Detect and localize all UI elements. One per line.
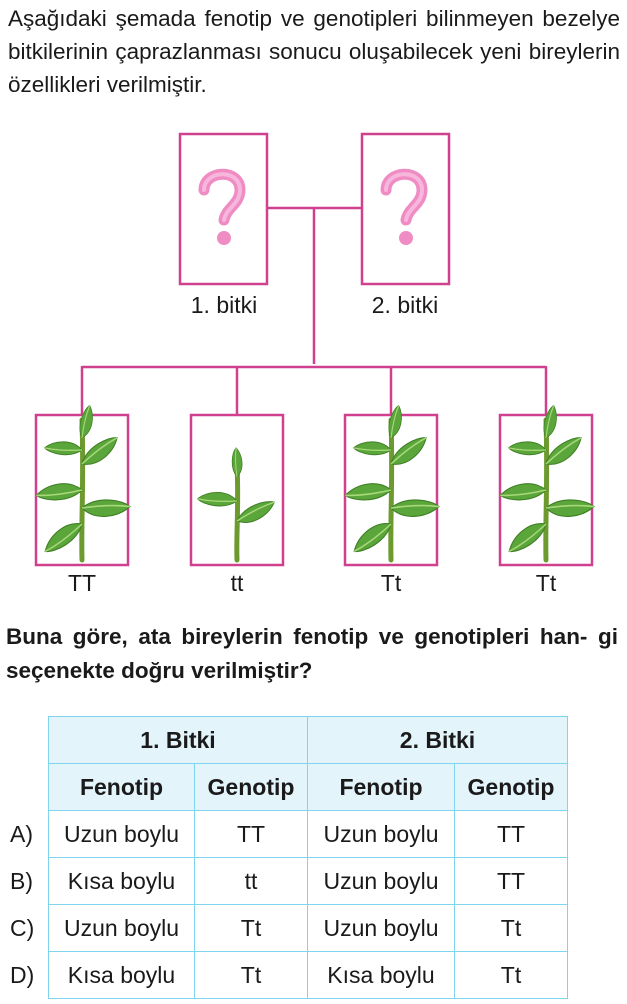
- group-header-row: 1. Bitki 2. Bitki: [8, 716, 568, 764]
- table-cell: Uzun boylu: [48, 904, 195, 952]
- table-cell: TT: [454, 810, 568, 858]
- parent-box-2: [360, 132, 451, 286]
- table-cell: TT: [194, 810, 308, 858]
- offspring-box-1: [36, 405, 131, 567]
- table-cell: Kısa boylu: [48, 951, 195, 999]
- table-cell: Kısa boylu: [48, 857, 195, 905]
- group-header: 2. Bitki: [307, 716, 568, 764]
- connector-lines: [80, 206, 548, 415]
- parent-label: 2. bitki: [371, 292, 439, 318]
- sub-header: Genotip: [194, 763, 308, 811]
- table-cell: TT: [454, 857, 568, 905]
- offspring-box-2: [189, 413, 285, 567]
- table-cell: Uzun boylu: [307, 857, 455, 905]
- sub-header: Fenotip: [48, 763, 195, 811]
- intro-line: yeni bireylerin özellikleri verilmiştir.: [8, 39, 620, 97]
- parent-label: 1. bitki: [190, 292, 258, 318]
- option-letter[interactable]: A): [8, 810, 49, 858]
- table-cell: Uzun boylu: [307, 810, 455, 858]
- parent-box-1: [178, 132, 269, 286]
- table-cell: tt: [194, 857, 308, 905]
- table-cell: Tt: [194, 904, 308, 952]
- question-line: Buna göre, ata bireylerin fenotip ve gen…: [6, 624, 588, 649]
- intro-line: bezelye bitkilerinin çaprazlanması sonuc…: [8, 6, 620, 64]
- intro-text: Aşağıdaki şemada fenotip ve genotipleri …: [8, 2, 620, 101]
- genotype-label: Tt: [535, 570, 557, 596]
- table-cell: Tt: [454, 904, 568, 952]
- table-cell: Uzun boylu: [307, 904, 455, 952]
- genotype-label: TT: [67, 570, 97, 596]
- genotype-label: Tt: [380, 570, 402, 596]
- option-letter[interactable]: C): [8, 904, 49, 952]
- question-line: gi seçenekte doğru verilmiştir?: [6, 624, 618, 683]
- option-row-d[interactable]: D) Kısa boylu Tt Kısa boylu Tt: [8, 951, 568, 999]
- answer-table: 1. Bitki 2. Bitki Fenotip Genotip Fenoti…: [8, 716, 568, 999]
- option-row-b[interactable]: B) Kısa boylu tt Uzun boylu TT: [8, 857, 568, 905]
- table-cell: Tt: [194, 951, 308, 999]
- offspring-box-4: [500, 405, 595, 567]
- option-row-c[interactable]: C) Uzun boylu Tt Uzun boylu Tt: [8, 904, 568, 952]
- table-cell: Uzun boylu: [48, 810, 195, 858]
- sub-header: Genotip: [454, 763, 568, 811]
- question-text: Buna göre, ata bireylerin fenotip ve gen…: [6, 620, 618, 688]
- cross-diagram: [0, 132, 627, 567]
- offspring-box-3: [345, 405, 440, 567]
- table-cell: Kısa boylu: [307, 951, 455, 999]
- group-header: 1. Bitki: [48, 716, 308, 764]
- intro-line: Aşağıdaki şemada fenotip ve genotipleri …: [8, 6, 534, 31]
- option-letter[interactable]: D): [8, 951, 49, 999]
- option-letter[interactable]: B): [8, 857, 49, 905]
- sub-header: Fenotip: [307, 763, 455, 811]
- genotype-label: tt: [230, 570, 244, 596]
- option-row-a[interactable]: A) Uzun boylu TT Uzun boylu TT: [8, 810, 568, 858]
- table-cell: Tt: [454, 951, 568, 999]
- sub-header-row: Fenotip Genotip Fenotip Genotip: [8, 763, 568, 811]
